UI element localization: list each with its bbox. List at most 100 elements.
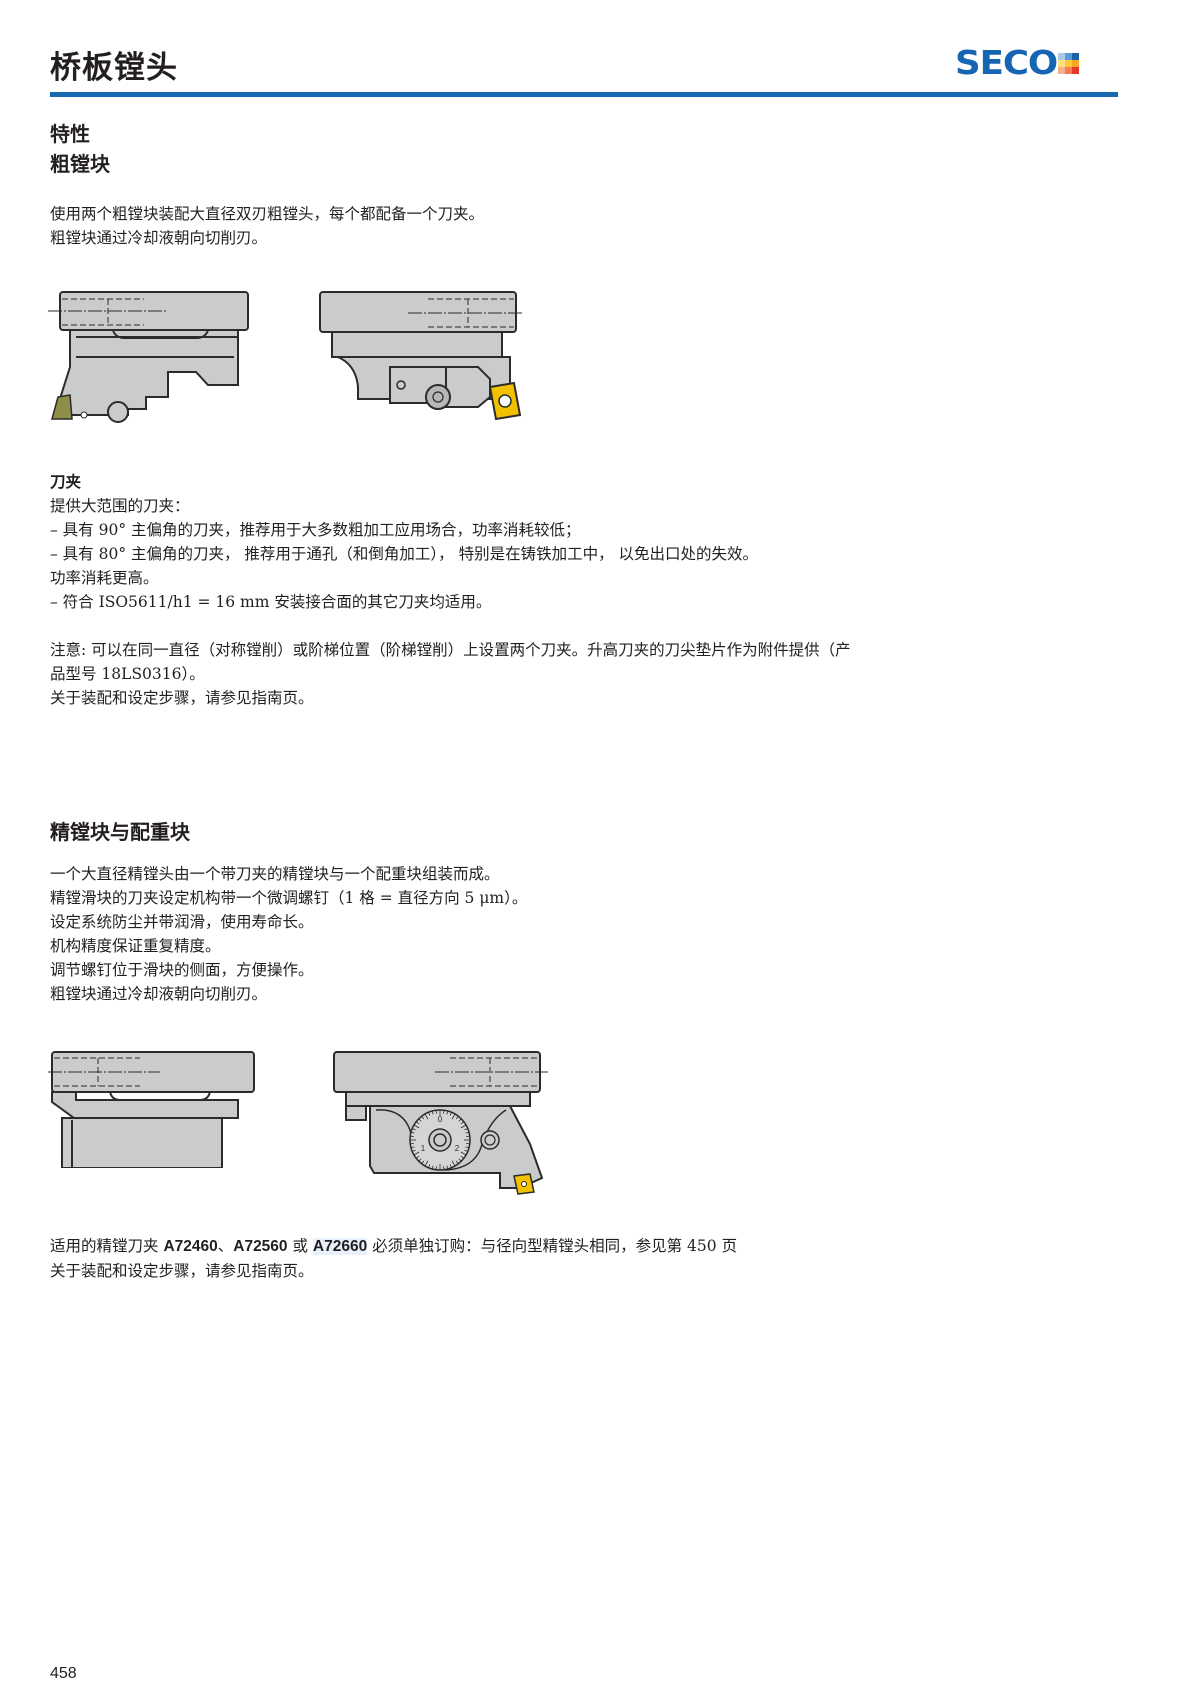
assembly-note: 关于装配和设定步骤，请参见指南页。: [50, 1262, 314, 1280]
logo-color-cell: [1057, 66, 1065, 74]
holder-line: 提供大范围的刀夹：: [50, 497, 190, 515]
block-body: [57, 291, 249, 416]
block-body: [319, 291, 517, 408]
intro-line: 使用两个粗镗块装配大直径双刃粗镗头，每个都配备一个刀夹。: [50, 205, 485, 223]
dial-tick: [424, 1160, 429, 1167]
tool-holder-section: 刀夹 提供大范围的刀夹： – 具有 90° 主偏角的刀夹，推荐用于大多数粗加工应…: [50, 470, 758, 614]
adjust-screw: [396, 380, 406, 390]
dial-tick: [431, 1165, 434, 1170]
seco-logo: SECO: [955, 46, 1079, 80]
dial-tick: [449, 1112, 452, 1116]
dial-tick: [415, 1121, 420, 1125]
note-section: 注意: 可以在同一直径（对称镗削）或阶梯位置（阶梯镗削）上设置两个刀夹。升高刀夹…: [50, 638, 851, 710]
dial-tick: [413, 1151, 420, 1156]
holder-code-a72460: A72460: [163, 1238, 218, 1255]
heading-fine-boring-and-counterweight: 精镗块与配重块: [50, 820, 190, 844]
logo-color-cell: [1071, 66, 1079, 74]
logo-color-cell: [1057, 52, 1065, 60]
logo-color-cell: [1057, 59, 1065, 67]
logo-color-cell: [1064, 66, 1072, 74]
dial-label-2: 2: [455, 1144, 460, 1153]
hex-socket-icon: [433, 1133, 447, 1147]
hidden-lines: [62, 298, 144, 326]
fine-line: 设定系统防尘并带润滑，使用寿命长。: [50, 913, 314, 931]
dial-tick: [428, 1112, 431, 1116]
dial-tick: [460, 1155, 465, 1159]
dial-tick: [460, 1121, 465, 1125]
dial: [409, 1109, 471, 1171]
coolant-hole: [80, 411, 88, 419]
logo-color-cell: [1064, 59, 1072, 67]
logo-color-cell: [1064, 52, 1072, 60]
dial-hub: [428, 1128, 452, 1152]
page-number: 458: [50, 1665, 77, 1682]
dial-tick: [446, 1165, 449, 1170]
block-body: [51, 1051, 255, 1168]
logo-color-mark-icon: [1057, 52, 1079, 74]
dial-tick: [449, 1164, 452, 1168]
dial-tick: [465, 1146, 470, 1149]
fine-line: 机构精度保证重复精度。: [50, 937, 221, 955]
dial-tick: [465, 1131, 470, 1134]
heading-rough-boring-block: 粗镗块: [50, 152, 110, 176]
dial-label-1: 1: [421, 1144, 426, 1153]
dial-tick: [421, 1160, 425, 1165]
fine-line: 精镗滑块的刀夹设定机构带一个微调螺钉（1 格 = 直径方向 5 μm）。: [50, 889, 528, 907]
dial-tick: [415, 1155, 420, 1159]
fine-line: 一个大直径精镗头由一个带刀夹的精镗块与一个配重块组装而成。: [50, 865, 500, 883]
dial-tick: [455, 1160, 459, 1165]
rough-block-intro: 使用两个粗镗块装配大直径双刃粗镗头，每个都配备一个刀夹。 粗镗块通过冷却液朝向切…: [50, 202, 484, 250]
logo-color-cell: [1071, 52, 1079, 60]
dial-tick: [451, 1113, 456, 1120]
clamp-screw: [425, 384, 451, 410]
fine-line: 粗镗块通过冷却液朝向切削刃。: [50, 985, 268, 1003]
dial-tick: [424, 1113, 429, 1120]
holders-suffix: 必须单独订购：与径向型精镗头相同，参见第 450 页: [367, 1237, 738, 1255]
holder-line: – 具有 90° 主偏角的刀夹，推荐用于大多数粗加工应用场合，功率消耗较低；: [50, 521, 581, 539]
dial-label-0: 0: [438, 1115, 443, 1124]
dial-tick: [413, 1124, 420, 1129]
holder-line: – 具有 80° 主偏角的刀夹， 推荐用于通孔（和倒角加工）， 特别是在铸铁加工…: [50, 545, 759, 563]
torx-socket-icon: [432, 391, 444, 403]
dial-tick: [458, 1118, 462, 1122]
dial-tick: [460, 1151, 467, 1156]
fine-boring-description: 一个大直径精镗头由一个带刀夹的精镗块与一个配重块组装而成。 精镗滑块的刀夹设定机…: [50, 862, 527, 1006]
dial-tick: [428, 1164, 431, 1168]
fine-boring-block-with-dial: 0 1 2: [333, 1051, 548, 1195]
holder-code-a72660: A72660: [312, 1238, 368, 1255]
rough-boring-block-front-view-with-insert: [319, 291, 523, 421]
header-rule: [50, 92, 1118, 97]
dial-tick: [464, 1149, 468, 1152]
dial-tick: [451, 1160, 456, 1167]
insert-hole: [498, 394, 512, 408]
note-line: 注意: 可以在同一直径（对称镗削）或阶梯位置（阶梯镗削）上设置两个刀夹。升高刀夹…: [50, 641, 851, 659]
heading-features: 特性: [50, 122, 90, 146]
page-title: 桥板镗头: [50, 50, 178, 86]
dial-tick: [455, 1115, 459, 1120]
fine-holders-note: 适用的精镗刀夹 A72460、A72560 或 A72660 必须单独订购：与径…: [50, 1234, 737, 1283]
dial-tick: [412, 1149, 416, 1152]
rough-boring-block-side-view: [48, 291, 249, 423]
dial-tick: [460, 1124, 467, 1129]
holders-or: 或: [287, 1237, 313, 1255]
holder-title: 刀夹: [50, 472, 82, 491]
lock-screw-socket-icon: [484, 1134, 496, 1146]
screw-head: [107, 401, 129, 423]
lock-screw: [480, 1130, 500, 1150]
fine-line: 调节螺钉位于滑块的侧面，方便操作。: [50, 961, 314, 979]
dial-tick: [412, 1128, 416, 1131]
dial-tick: [410, 1146, 415, 1149]
dial-tick: [431, 1110, 434, 1115]
counterweight-block-view: [48, 1051, 255, 1168]
intro-line: 粗镗块通过冷却液朝向切削刃。: [50, 229, 268, 247]
dial-tick: [418, 1118, 422, 1122]
holders-sep: 、: [217, 1237, 234, 1255]
holders-prefix: 适用的精镗刀夹: [50, 1237, 164, 1255]
note-line: 品型号 18LS0316）。: [50, 665, 205, 683]
note-line: 关于装配和设定步骤，请参见指南页。: [50, 689, 314, 707]
dial-tick: [458, 1158, 462, 1162]
holder-code-a72560: A72560: [233, 1238, 288, 1255]
holder-line: – 符合 ISO5611/h1 = 16 mm 安装接合面的其它刀夹均适用。: [50, 593, 492, 611]
logo-color-cell: [1071, 59, 1079, 67]
logo-text: SECO: [955, 43, 1058, 82]
